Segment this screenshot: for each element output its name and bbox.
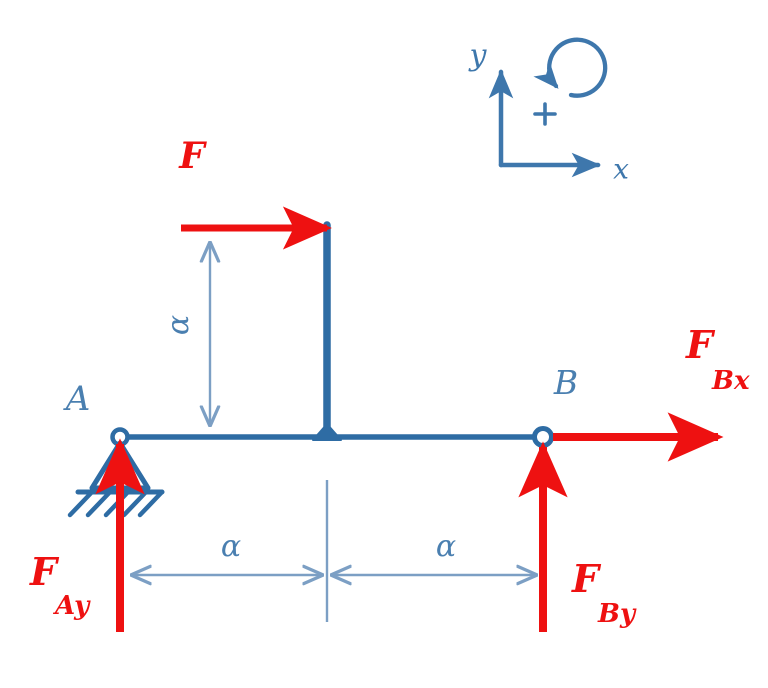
dim-left-label: α [221,529,241,564]
frame-structure [117,221,546,441]
dim-right-label: α [436,529,456,564]
y-axis-label: y [468,38,488,73]
moment-plus-icon [533,102,557,126]
reaction-Bx-label: F [685,322,716,367]
x-axis-label: x [613,153,629,186]
node-label-a: A [63,379,91,419]
node-label-b: B [553,363,578,402]
reaction-force-By: F By [518,441,637,632]
support-b [532,426,554,448]
force-F-label: F [178,135,207,177]
dimension-horizontal-group: α α [132,480,536,622]
reaction-Ay-label: F [29,549,60,594]
dim-vertical-label: α [161,315,196,335]
rigid-joint-icon [312,423,342,441]
reaction-force-Ay: F Ay [29,438,145,632]
reaction-Bx-subscript: Bx [711,366,750,396]
coordinate-system: y x [468,37,629,186]
reaction-By-subscript: By [597,599,637,629]
curved-arrow-ccw-icon [533,37,608,98]
reaction-By-label: F [571,556,602,601]
applied-force-F: F [178,135,332,250]
dimension-vertical-alpha: α [161,243,210,425]
reaction-force-Bx: F Bx [553,322,750,462]
reaction-Ay-subscript: Ay [52,591,91,621]
hinge-circle-icon-b [532,426,554,448]
